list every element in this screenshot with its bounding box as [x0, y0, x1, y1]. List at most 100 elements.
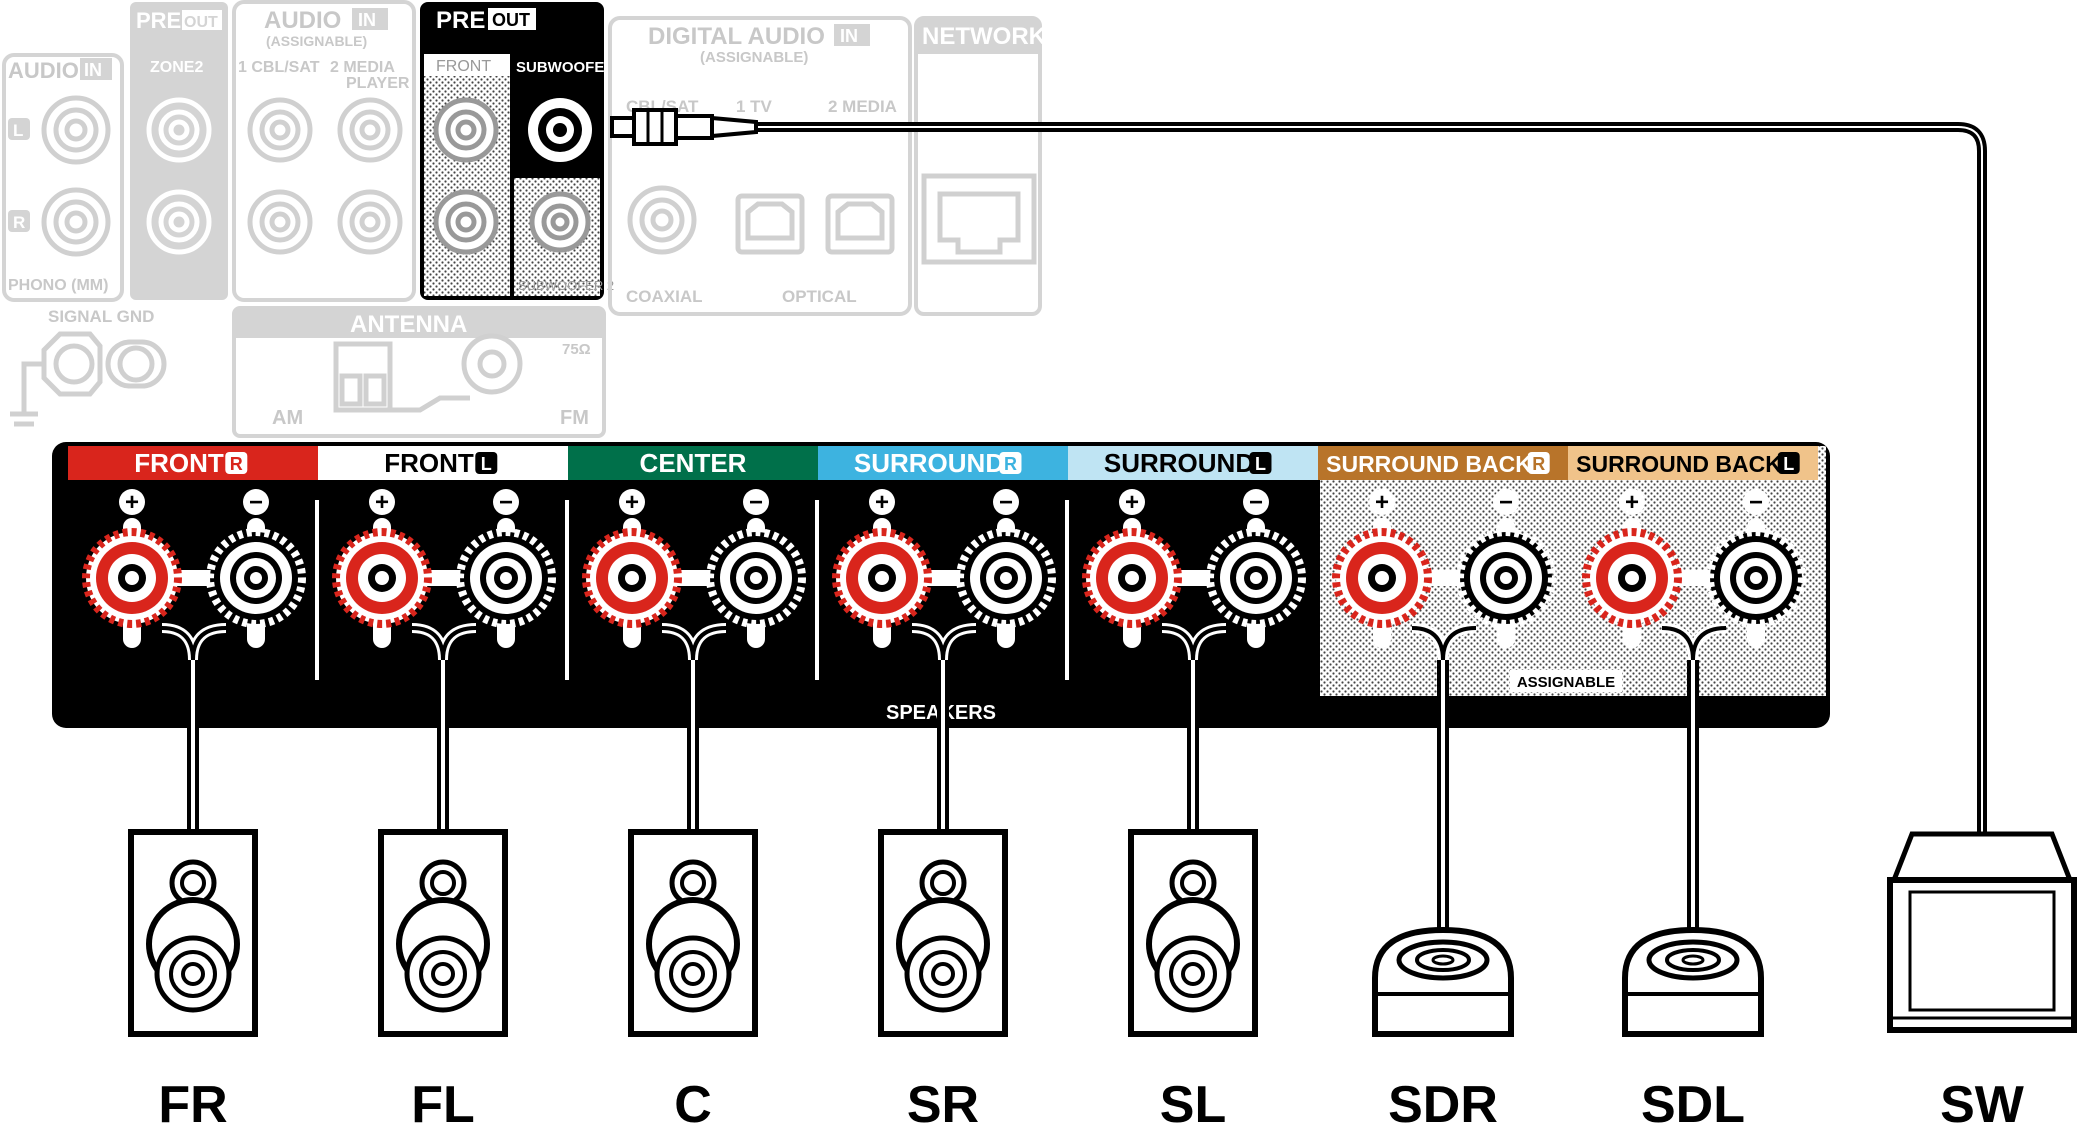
negative-terminal-channel-surround-l[interactable] [1206, 528, 1306, 628]
plus-sign: + [875, 489, 889, 516]
positive-terminal-channel-front-l[interactable] [332, 528, 432, 628]
speaker-sdr-icon [1372, 926, 1514, 1037]
optical-label: OPTICAL [782, 287, 857, 306]
audio-in-left-tag-bg [80, 58, 112, 80]
zone2-tag: OUT [184, 14, 218, 31]
digital-audio-tag: IN [840, 26, 858, 46]
audio-in-assignable-tag: IN [358, 10, 376, 30]
minus-sign: − [1749, 489, 1763, 516]
pre-out-front-label: FRONT [436, 58, 491, 75]
plus-sign: + [1375, 489, 1389, 516]
antenna-title: ANTENNA [350, 311, 467, 338]
negative-terminal-channel-center[interactable] [706, 528, 806, 628]
antenna-block: ANTENNA AM FM 75Ω [232, 306, 606, 438]
speaker-c-label: C [674, 1076, 712, 1134]
minus-sign: − [1249, 489, 1263, 516]
digital-audio-block: DIGITAL AUDIO IN (ASSIGNABLE) CBL/SAT 1 … [608, 16, 912, 316]
channel-front-l-header-bg [318, 446, 568, 480]
audio-in-ch2: 2 MEDIA [330, 59, 395, 76]
negative-terminal-channel-front-l[interactable] [456, 528, 556, 628]
positive-terminal-channel-front-r[interactable] [82, 528, 182, 628]
positive-terminal-channel-surround-r[interactable] [832, 528, 932, 628]
subwoofer2-label: SUBWOOFER 2 [518, 278, 614, 293]
channel-center-terminals: CENTER+− [565, 446, 818, 680]
negative-terminal-channel-surround-back-l[interactable] [1706, 528, 1806, 628]
antenna-title-bg [236, 308, 602, 338]
channel-r-label: R [13, 213, 25, 232]
rear-panel: AUDIO IN L R PHONO (MM) PRE OUT ZONE2 [2, 0, 1047, 438]
channel-surround-back-l-side-badge [1777, 452, 1800, 474]
plus-marker-channel-surround-l [1119, 489, 1145, 515]
rca-plug-icon [610, 108, 758, 146]
positive-terminal-channel-surround-l[interactable] [1082, 528, 1182, 628]
positive-terminal-channel-center[interactable] [582, 528, 682, 628]
channel-surround-r-header-bg [818, 446, 1068, 480]
pre-out-block: PRE OUT FRONT SUBWOOFER 1 SUBWOOFER 2 [420, 2, 628, 300]
minus-sign: − [499, 489, 513, 516]
speaker-sdl-label: SDL [1641, 1076, 1745, 1134]
speaker-fl-cable [411, 623, 477, 832]
positive-terminal-channel-surround-back-r[interactable] [1332, 528, 1432, 628]
zone2-block: PRE OUT ZONE2 [130, 2, 228, 300]
speaker-sw-label: SW [1940, 1076, 2025, 1134]
minus-marker-channel-surround-l [1243, 489, 1269, 515]
speaker-sr-cable [911, 623, 977, 832]
channel-surround-back-r-side-badge [1527, 452, 1550, 474]
digital-audio-note: (ASSIGNABLE) [700, 49, 808, 66]
network-title-bg [918, 18, 1038, 54]
plus-marker-channel-front-l [369, 489, 395, 515]
minus-sign: − [1499, 489, 1513, 516]
channel-front-l-side-badge [475, 452, 498, 474]
positive-terminal-channel-surround-back-l[interactable] [1582, 528, 1682, 628]
plus-sign: + [125, 489, 139, 516]
channel-r-badge [8, 210, 30, 232]
channel-surround-r-side-label: R [1004, 454, 1017, 474]
speaker-fr-cable [161, 623, 227, 832]
pre-out-tag-bg [488, 8, 536, 30]
pre-out-tag: OUT [492, 10, 530, 30]
group-divider [815, 500, 819, 680]
digital-audio-frame [608, 16, 912, 316]
digital-audio-title: DIGITAL AUDIO [648, 23, 825, 50]
audio-in-left-title: AUDIO [8, 58, 79, 83]
plus-sign: + [1125, 489, 1139, 516]
minus-marker-channel-center [743, 489, 769, 515]
audio-in-assignable-note: (ASSIGNABLE) [266, 33, 367, 49]
group-divider [565, 500, 569, 680]
plus-marker-channel-surround-r [869, 489, 895, 515]
negative-terminal-channel-surround-back-r[interactable] [1456, 528, 1556, 628]
subwoofer1-label: SUBWOOFER 1 [516, 59, 628, 76]
channel-surround-l-header-bg [1068, 446, 1318, 480]
negative-terminal-channel-front-r[interactable] [206, 528, 306, 628]
minus-sign: − [249, 489, 263, 516]
phono-label: PHONO (MM) [8, 277, 108, 294]
audio-in-left-tag: IN [84, 60, 102, 80]
channel-front-r-side-label: R [230, 454, 243, 474]
plus-sign: + [1625, 489, 1639, 516]
plus-sign: + [375, 489, 389, 516]
channel-front-l-side-label: L [481, 454, 492, 474]
optical-jacks [735, 193, 895, 255]
coaxial-label: COAXIAL [626, 287, 703, 306]
channel-front-r-header-bg [68, 446, 318, 480]
speaker-fl-label: FL [411, 1076, 475, 1134]
channel-surround-back-l-side-label: L [1783, 454, 1794, 474]
signal-gnd-label: SIGNAL GND [48, 307, 154, 326]
network-frame [914, 16, 1042, 316]
speaker-sr-icon [878, 829, 1008, 1037]
channel-surround-back-r-header-bg [1318, 446, 1568, 480]
subwoofer1-jack[interactable] [528, 98, 592, 162]
speaker-sl-cable [1161, 623, 1227, 832]
negative-terminal-channel-surround-r[interactable] [956, 528, 1056, 628]
coaxial-jack [627, 185, 697, 255]
channel-surround-back-r-label: SURROUND BACK [1326, 451, 1532, 477]
fm-label: FM [560, 407, 589, 429]
speaker-sw-icon [1887, 831, 2077, 1033]
pre-out-title: PRE [436, 7, 485, 34]
plus-marker-channel-center [619, 489, 645, 515]
audio-in-left-frame [2, 53, 124, 302]
